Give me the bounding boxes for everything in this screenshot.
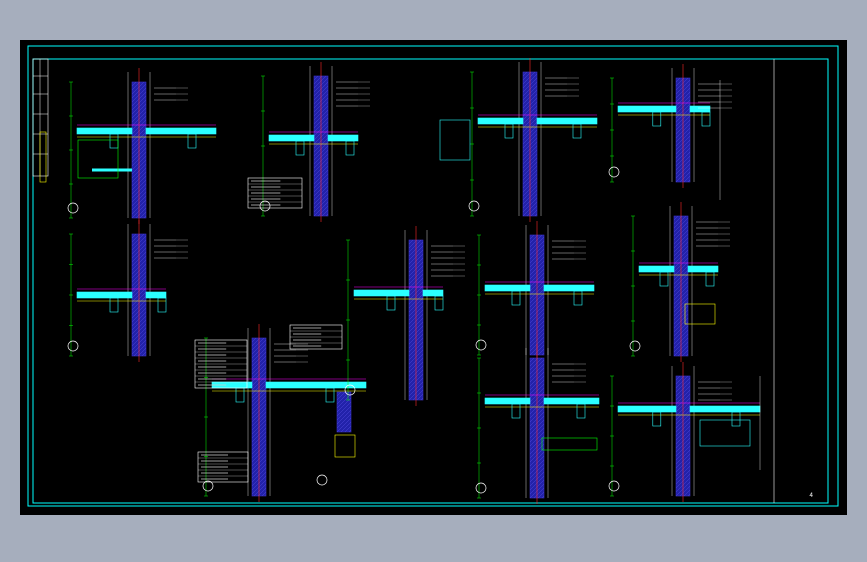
section-detail-i (608, 64, 732, 188)
section-detail-e (344, 226, 465, 406)
section-detail-h (475, 344, 600, 504)
section-marker (629, 340, 641, 352)
section-details (39, 58, 761, 504)
section-detail-k (608, 362, 761, 502)
sheet-outer-frame (27, 45, 839, 507)
section-marker (67, 340, 79, 352)
section-detail-a (67, 68, 217, 224)
section-marker (202, 480, 214, 492)
cad-viewport[interactable]: 4 (20, 40, 847, 515)
cad-drawing-sheet (27, 45, 839, 507)
section-marker (344, 384, 356, 396)
section-detail-c (247, 62, 370, 222)
section-marker (475, 482, 487, 494)
sheet-inner-frame (32, 58, 829, 504)
section-marker (468, 200, 480, 212)
section-marker (259, 200, 271, 212)
section-detail-f (468, 58, 598, 222)
sheet-number: 4 (809, 492, 813, 499)
section-marker (608, 166, 620, 178)
section-marker (67, 202, 79, 214)
section-detail-g (475, 221, 595, 361)
section-detail-b (67, 220, 188, 362)
section-marker (475, 339, 487, 351)
section-detail-d (194, 324, 367, 502)
section-detail-j (629, 202, 730, 362)
section-marker (608, 480, 620, 492)
